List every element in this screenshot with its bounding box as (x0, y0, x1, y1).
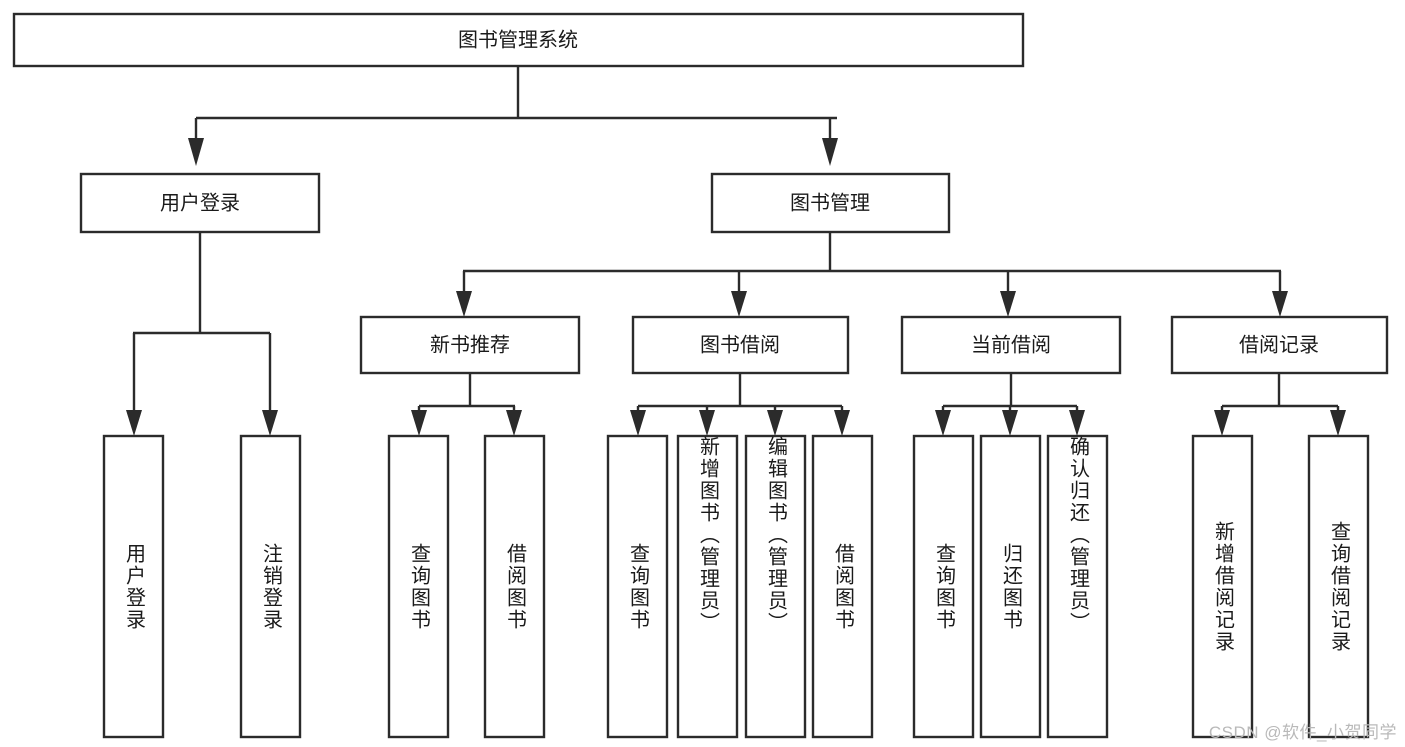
connector-new-book-recommend-to-leaves (411, 373, 522, 436)
leaf-box-borrow-book[interactable] (811, 434, 874, 739)
leaf-rect[interactable] (102, 434, 165, 739)
node-root[interactable]: 图书管理系统 (12, 12, 1025, 68)
leaf-rect[interactable] (1046, 434, 1109, 739)
arrow-head-icon (935, 410, 951, 436)
leaf-rect[interactable] (606, 434, 669, 739)
arrow-head-icon (834, 410, 850, 436)
arrow-head-icon (822, 138, 838, 166)
leaf-rect[interactable] (1191, 434, 1254, 739)
leaf-box-return-book[interactable] (979, 434, 1042, 739)
connector-user-login-to-leaves (126, 232, 278, 436)
connector-root-to-level2 (188, 66, 838, 166)
arrow-head-icon (506, 410, 522, 436)
root-box[interactable] (12, 12, 1025, 68)
node-book-borrow[interactable]: 图书借阅 (631, 315, 850, 375)
level2-label-user-login: 用户登录 (160, 191, 240, 214)
arrow-head-icon (1000, 291, 1016, 317)
leaf-rect[interactable] (1307, 434, 1370, 739)
leaf-box-edit-book-admin[interactable] (744, 434, 807, 739)
arrow-head-icon (188, 138, 204, 166)
arrow-head-icon (1330, 410, 1346, 436)
leaf-rect[interactable] (239, 434, 302, 739)
arrow-head-icon (731, 291, 747, 317)
leaf-rect[interactable] (811, 434, 874, 739)
leaf-rect[interactable] (676, 434, 739, 739)
node-user-login[interactable]: 用户登录 (79, 172, 321, 234)
level3-label-borrow-record: 借阅记录 (1239, 333, 1319, 356)
leaf-box-query-book-recommend[interactable] (387, 434, 450, 739)
arrow-head-icon (767, 410, 783, 436)
leaf-box-query-book-current[interactable] (912, 434, 975, 739)
level2-label-book-management: 图书管理 (790, 191, 870, 214)
arrow-head-icon (262, 410, 278, 436)
connector-current-borrow-to-leaves (935, 373, 1085, 436)
node-book-management[interactable]: 图书管理 (710, 172, 951, 234)
leaf-rect[interactable] (483, 434, 546, 739)
node-new-book-recommend[interactable]: 新书推荐 (359, 315, 581, 375)
node-borrow-record[interactable]: 借阅记录 (1170, 315, 1389, 375)
leaf-box-borrow-book-recommend[interactable] (483, 434, 546, 739)
arrow-head-icon (456, 291, 472, 317)
leaf-rect[interactable] (387, 434, 450, 739)
leaf-box-confirm-return-admin[interactable] (1046, 434, 1109, 739)
leaf-box-add-book-admin[interactable] (676, 434, 739, 739)
arrow-head-icon (699, 410, 715, 436)
level3-label-book-borrow: 图书借阅 (700, 333, 780, 356)
node-current-borrow[interactable]: 当前借阅 (900, 315, 1122, 375)
level3-label-new-book-recommend: 新书推荐 (430, 333, 510, 356)
connector-book-borrow-to-leaves (630, 373, 850, 436)
level2-box-user-login[interactable] (79, 172, 321, 234)
leaf-box-user-login[interactable] (102, 434, 165, 739)
leaf-box-query-book-borrow[interactable] (606, 434, 669, 739)
arrow-head-icon (1069, 410, 1085, 436)
level3-label-current-borrow: 当前借阅 (971, 333, 1051, 356)
watermark-text: CSDN @软件_小贺同学 (1208, 723, 1397, 742)
leaf-box-logout[interactable] (239, 434, 302, 739)
leaf-rect[interactable] (744, 434, 807, 739)
leaf-rect[interactable] (912, 434, 975, 739)
root-label: 图书管理系统 (458, 28, 578, 51)
leaf-box-add-borrow-record[interactable] (1191, 434, 1254, 739)
leaf-rect[interactable] (979, 434, 1042, 739)
level3-box-current-borrow[interactable] (900, 315, 1122, 375)
leaf-box-query-borrow-record[interactable] (1307, 434, 1370, 739)
arrow-head-icon (630, 410, 646, 436)
arrow-head-icon (411, 410, 427, 436)
arrow-head-icon (1002, 410, 1018, 436)
arrow-head-icon (126, 410, 142, 436)
connector-book-management-to-level3 (456, 232, 1288, 317)
arrow-head-icon (1272, 291, 1288, 317)
arrow-head-icon (1214, 410, 1230, 436)
connector-borrow-record-to-leaves (1214, 373, 1346, 436)
level3-box-new-book-recommend[interactable] (359, 315, 581, 375)
